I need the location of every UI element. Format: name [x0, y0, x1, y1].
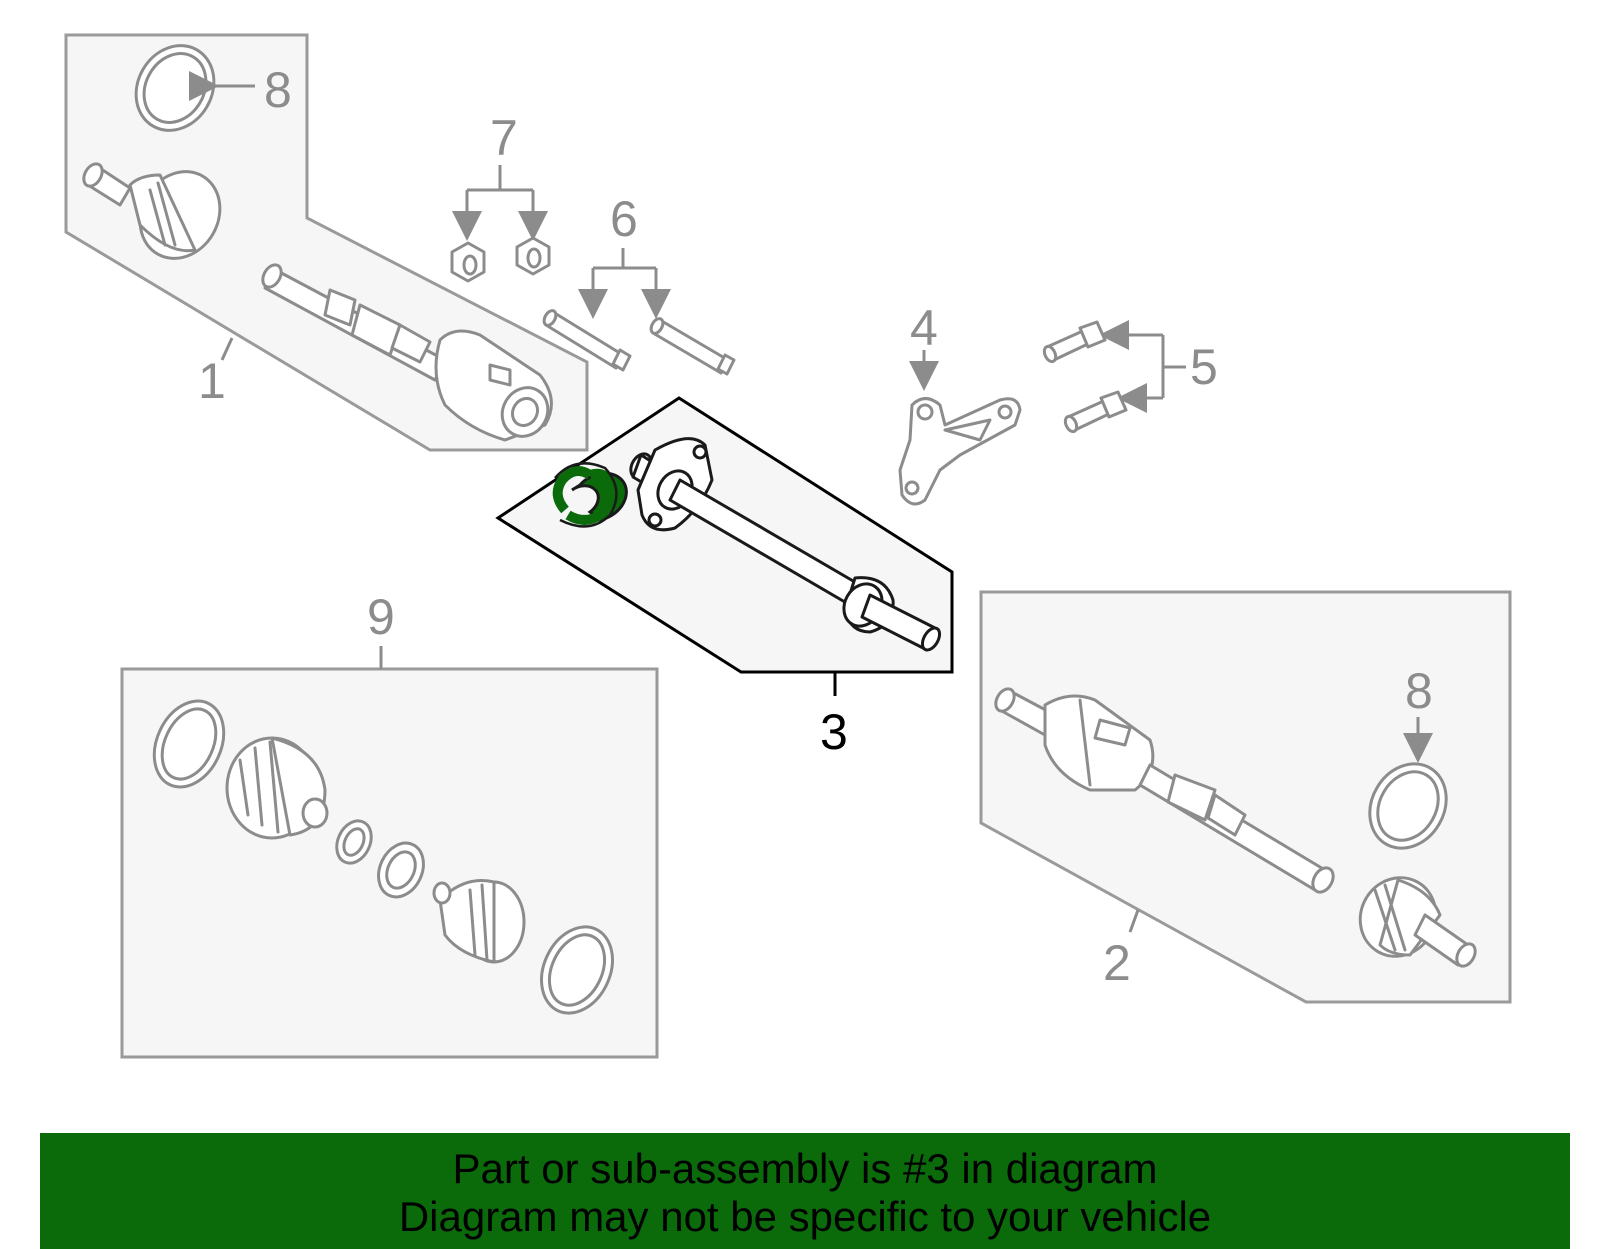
clamp-icon — [377, 841, 425, 899]
assembly-2-right-axle[interactable] — [979, 590, 1512, 1004]
assembly-3-intermediate-shaft[interactable] — [495, 396, 954, 696]
boot-ring-8-right-icon — [1368, 762, 1448, 850]
intermediate-shaft-icon — [629, 437, 942, 652]
outer-cv-joint-right-icon — [1358, 876, 1477, 968]
leader-2 — [1128, 909, 1140, 933]
callout-8-right: 8 — [1405, 663, 1433, 719]
nut-icon — [515, 236, 551, 276]
notice-banner: Part or sub-assembly is #3 in diagram Di… — [40, 1133, 1570, 1249]
callout-9: 9 — [367, 589, 395, 645]
boot-ring-8-left-icon — [134, 44, 216, 132]
axle-shaft-right-icon — [1138, 763, 1335, 894]
outer-cv-joint-left-icon — [82, 162, 222, 260]
callout-1: 1 — [198, 353, 226, 409]
callout-8-left: 8 — [264, 62, 292, 118]
callout-6: 6 — [610, 191, 638, 247]
flange-bolt-icon — [1063, 390, 1128, 434]
assembly-1-left-axle[interactable] — [64, 31, 589, 452]
item-4-bracket[interactable] — [898, 350, 1022, 506]
item-7-nuts[interactable] — [450, 165, 551, 283]
callout-7: 7 — [490, 110, 518, 166]
banner-line-part-number: Part or sub-assembly is #3 in diagram — [452, 1145, 1158, 1192]
inner-joint-left-icon — [434, 329, 553, 442]
callout-4: 4 — [910, 300, 938, 356]
boot-ring-icon — [540, 925, 614, 1015]
callout-2: 2 — [1103, 935, 1131, 991]
item-5-bolts[interactable] — [1042, 320, 1186, 434]
flange-bolt-icon — [1042, 320, 1107, 364]
callout-5: 5 — [1190, 339, 1218, 395]
cv-boot-icon — [225, 736, 329, 840]
boot-ring-icon — [152, 699, 226, 789]
snap-ring-highlighted-icon — [552, 462, 628, 528]
callout-3: 3 — [820, 704, 848, 760]
pin-bolt-icon — [649, 317, 736, 376]
assembly-9-boot-kit[interactable] — [120, 646, 659, 1059]
axle-shaft-left-icon — [261, 263, 447, 382]
inner-boot-icon — [432, 879, 526, 964]
assembly-3-box — [495, 396, 954, 674]
bearing-bracket-icon — [898, 397, 1022, 506]
leader-1 — [220, 337, 234, 361]
clamp-small-icon — [335, 819, 373, 865]
banner-line-disclaimer: Diagram may not be specific to your vehi… — [398, 1193, 1212, 1240]
item-6-pins[interactable] — [542, 248, 736, 376]
nut-icon — [450, 241, 486, 283]
pin-bolt-icon — [542, 309, 632, 372]
